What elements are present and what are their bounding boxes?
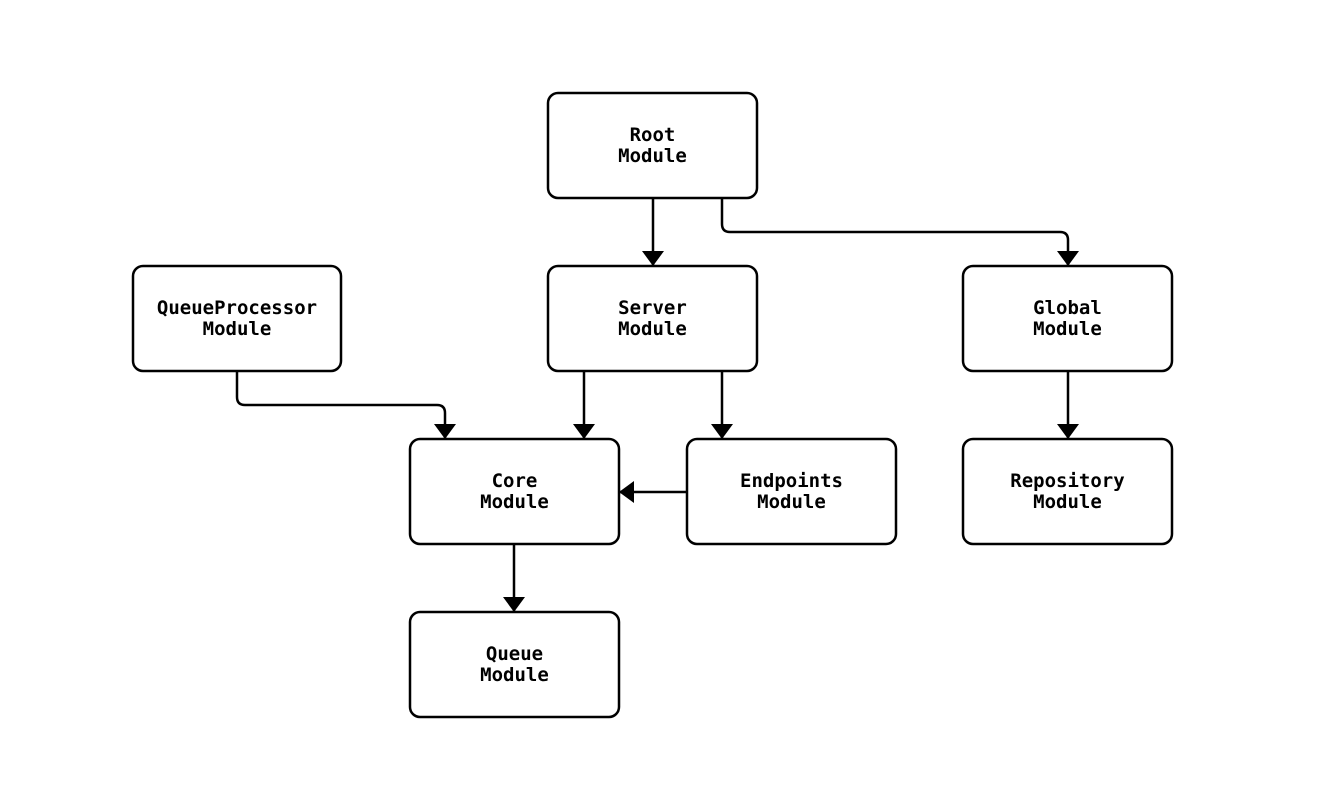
node-label-core-line2: Module — [480, 491, 549, 513]
arrowhead-server-to-endpoints — [711, 424, 733, 439]
arrowhead-core-to-queue — [503, 597, 525, 612]
node-label-queue-line1: Queue — [486, 643, 543, 665]
node-box-server — [546, 264, 759, 373]
arrowhead-global-to-repository — [1057, 424, 1079, 439]
node-label-global-line1: Global — [1033, 297, 1102, 319]
arrowhead-root-to-global — [1057, 251, 1079, 266]
node-label-server-line2: Module — [618, 318, 687, 340]
node-label-root-line1: Root — [630, 124, 676, 146]
edge-queueprocessor-to-core — [235, 371, 447, 439]
node-box-endpoints — [685, 437, 898, 546]
node-label-endpoints-line1: Endpoints — [740, 470, 843, 492]
node-box-repository — [961, 437, 1174, 546]
node-label-root-line2: Module — [618, 145, 687, 167]
node-label-core-line1: Core — [492, 470, 538, 492]
arrowhead-root-to-server — [642, 251, 664, 266]
node-box-core — [408, 437, 621, 546]
arrowhead-endpoints-to-core — [619, 481, 634, 503]
node-label-endpoints-line2: Module — [757, 491, 826, 513]
node-box-queueprocessor — [131, 264, 343, 373]
node-label-global-line2: Module — [1033, 318, 1102, 340]
arrowhead-server-to-core — [573, 424, 595, 439]
arrowhead-queueprocessor-to-core — [434, 424, 456, 439]
node-label-queueprocessor-line1: QueueProcessor — [157, 297, 317, 319]
node-box-root — [546, 91, 759, 200]
node-box-queue — [408, 610, 621, 719]
node-label-server-line1: Server — [618, 297, 687, 319]
node-label-queue-line2: Module — [480, 664, 549, 686]
node-label-repository-line2: Module — [1033, 491, 1102, 513]
node-box-global — [961, 264, 1174, 373]
node-label-queueprocessor-line2: Module — [203, 318, 272, 340]
edge-root-to-global — [720, 198, 1070, 266]
node-label-repository-line1: Repository — [1010, 470, 1124, 492]
